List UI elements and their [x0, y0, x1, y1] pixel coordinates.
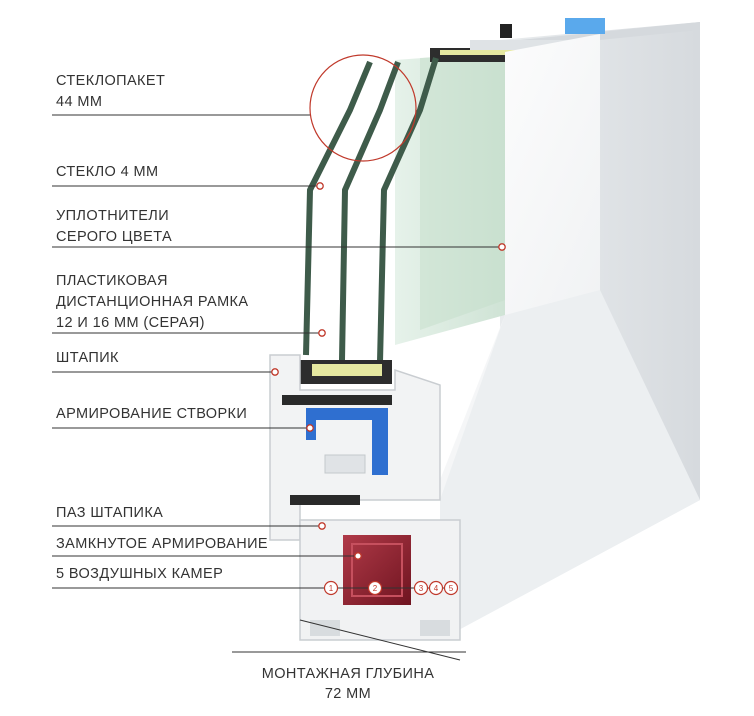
- label-line: АРМИРОВАНИЕ СТВОРКИ: [56, 406, 248, 422]
- label-sash-reinforcement: АРМИРОВАНИЕ СТВОРКИ: [56, 404, 247, 425]
- label-line: 72 ММ: [324, 686, 372, 702]
- chamber-number: 5: [449, 584, 454, 593]
- label-seals: УПЛОТНИТЕЛИ СЕРОГО ЦВЕТА: [56, 206, 172, 248]
- chamber-number: 4: [434, 584, 439, 593]
- label-line: 44 ММ: [56, 94, 103, 110]
- label-closed-reinforcement: ЗАМКНУТОЕ АРМИРОВАНИЕ: [56, 534, 268, 555]
- chamber-number: 1: [329, 584, 334, 593]
- label-installation-depth: МОНТАЖНАЯ ГЛУБИНА 72 ММ: [230, 664, 466, 704]
- chamber-marker-1: 1: [323, 580, 339, 596]
- zoom-circle: [309, 54, 417, 162]
- label-air-chambers: 5 ВОЗДУШНЫХ КАМЕР: [56, 564, 223, 585]
- label-line: ДИСТАНЦИОННАЯ РАМКА: [56, 294, 249, 310]
- chamber-marker-5: 5: [443, 580, 459, 596]
- label-line: СТЕКЛОПАКЕТ: [56, 73, 166, 89]
- sash-profile: [269, 354, 441, 541]
- label-line: 12 И 16 ММ (СЕРАЯ): [56, 315, 205, 331]
- label-bead: ШТАПИК: [56, 348, 119, 369]
- label-line: СЕРОГО ЦВЕТА: [56, 229, 173, 245]
- chamber-marker-4: 4: [428, 580, 444, 596]
- chamber-number: 2: [373, 584, 378, 593]
- label-bead-groove: ПАЗ ШТАПИКА: [56, 503, 163, 524]
- glass-area: [395, 52, 505, 345]
- label-line: УПЛОТНИТЕЛИ: [56, 208, 170, 224]
- chamber-marker-3: 3: [413, 580, 429, 596]
- label-line: ПАЗ ШТАПИКА: [56, 505, 164, 521]
- marker-dots: [271, 182, 506, 560]
- frame-profile: [299, 519, 461, 641]
- chamber-markers: 1 2 3 4 5: [323, 580, 459, 596]
- frame-face: [440, 34, 700, 640]
- label-line: 5 ВОЗДУШНЫХ КАМЕР: [56, 566, 224, 582]
- leader-lines: [52, 114, 502, 661]
- chamber-number: 3: [419, 584, 424, 593]
- label-line: СТЕКЛО 4 ММ: [56, 164, 159, 180]
- label-line: ШТАПИК: [56, 350, 119, 366]
- label-line: ПЛАСТИКОВАЯ: [56, 273, 168, 289]
- label-glazing-unit: СТЕКЛОПАКЕТ 44 ММ: [56, 71, 165, 113]
- glazing-bottom-edge: [300, 360, 392, 384]
- chamber-marker-2: 2: [367, 580, 383, 596]
- label-line: МОНТАЖНАЯ ГЛУБИНА: [261, 666, 435, 682]
- label-spacer: ПЛАСТИКОВАЯ ДИСТАНЦИОННАЯ РАМКА 12 И 16 …: [56, 271, 248, 334]
- label-line: ЗАМКНУТОЕ АРМИРОВАНИЕ: [56, 536, 268, 552]
- label-glass: СТЕКЛО 4 ММ: [56, 162, 158, 183]
